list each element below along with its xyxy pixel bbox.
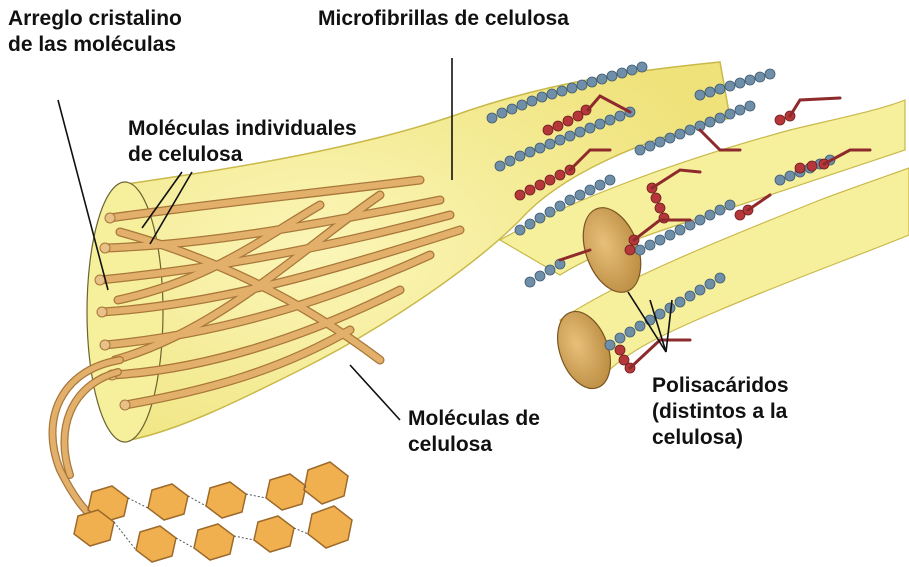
label-line: de celulosa xyxy=(128,142,357,168)
label-crystalline-arrangement: Arreglo cristalino de las moléculas xyxy=(8,6,182,58)
label-microfibrils: Microfibrillas de celulosa xyxy=(318,6,569,32)
leader-molecules xyxy=(350,365,400,420)
label-line: Polisacáridos xyxy=(652,373,789,399)
label-line: Moléculas individuales xyxy=(128,116,357,142)
label-line: Moléculas de xyxy=(408,406,540,432)
label-individual-molecules: Moléculas individuales de celulosa xyxy=(128,116,357,168)
label-line: Microfibrillas de celulosa xyxy=(318,6,569,32)
leader-crystalline xyxy=(58,100,108,290)
label-line: (distintos a la xyxy=(652,399,789,425)
label-line: celulosa xyxy=(408,432,540,458)
label-polysaccharides: Polisacáridos (distintos a la celulosa) xyxy=(652,373,789,451)
glucose-hexagon-chains xyxy=(74,462,352,562)
label-line: Arreglo cristalino xyxy=(8,6,182,32)
label-line: de las moléculas xyxy=(8,32,182,58)
label-cellulose-molecules: Moléculas de celulosa xyxy=(408,406,540,458)
label-line: celulosa) xyxy=(652,425,789,451)
